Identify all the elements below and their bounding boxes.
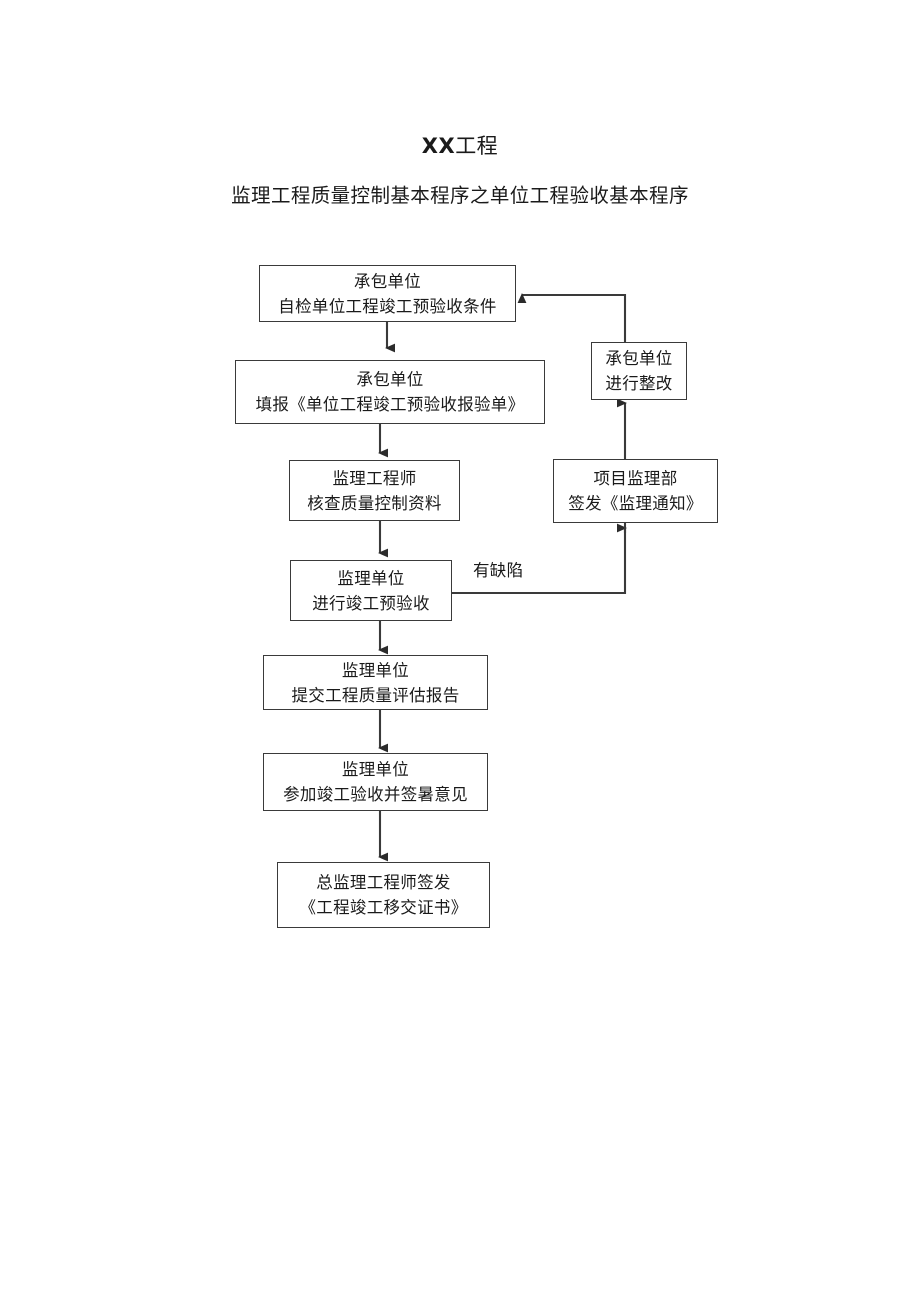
edge-label-defect: 有缺陷 [473,561,524,580]
flow-node-n3-line1: 监理工程师 [332,468,417,488]
flow-node-n5[interactable]: 监理单位 提交工程质量评估报告 [263,655,488,710]
flow-node-n6-line2: 参加竣工验收并签暑意见 [283,785,468,804]
flow-node-n5-line2: 提交工程质量评估报告 [291,685,460,705]
flow-node-r2-line2: 签发《监理通知》 [568,494,703,513]
flow-node-n5-line1: 监理单位 [341,660,410,680]
page-title-prefix: XX [421,134,456,158]
connector-r1-n1 [517,293,627,342]
flow-node-r1-line2: 进行整改 [605,374,673,393]
flow-node-n7-line1: 总监理工程师签发 [316,873,451,892]
flow-node-n6-line1: 监理单位 [341,760,410,779]
flow-node-n7-line2: 《工程竣工移交证书》 [299,898,468,917]
flow-node-n4-line2: 进行竣工预验收 [312,593,430,613]
page-subtitle: 监理工程质量控制基本程序之单位工程验收基本程序 [231,184,689,207]
flow-node-n2-line2: 填报《单位工程竣工预验收报验单》 [255,395,525,414]
flow-node-n2[interactable]: 承包单位 填报《单位工程竣工预验收报验单》 [235,360,545,424]
flow-node-r1-line1: 承包单位 [605,349,673,368]
flow-node-n7[interactable]: 总监理工程师签发 《工程竣工移交证书》 [277,862,490,928]
page-title-rest: 工程 [455,134,499,158]
flow-node-n3[interactable]: 监理工程师 核查质量控制资料 [289,460,460,521]
flow-node-r2-notice[interactable]: 项目监理部 签发《监理通知》 [553,459,718,523]
flow-node-n2-line1: 承包单位 [356,370,424,389]
flow-node-n1-line2: 自检单位工程竣工预验收条件 [278,296,497,316]
flow-node-n4[interactable]: 监理单位 进行竣工预验收 [290,560,452,621]
flow-node-n6[interactable]: 监理单位 参加竣工验收并签暑意见 [263,753,488,811]
page-title: XX工程 [0,132,920,160]
flow-node-r1-rework[interactable]: 承包单位 进行整改 [591,342,687,400]
flow-node-n1-line1: 承包单位 [353,271,422,291]
flow-node-n4-line1: 监理单位 [337,568,405,588]
flow-node-n1[interactable]: 承包单位 自检单位工程竣工预验收条件 [259,265,516,322]
flow-node-r2-line1: 项目监理部 [593,469,678,488]
flow-node-n3-line2: 核查质量控制资料 [307,493,442,513]
